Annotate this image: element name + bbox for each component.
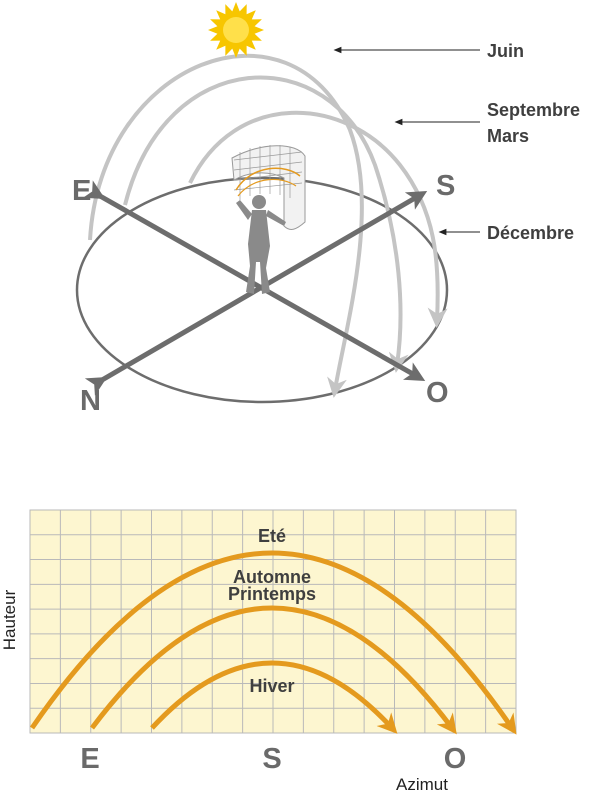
observer-icon [231,145,306,294]
altitude-azimuth-chart: Eté Automne Printemps Hiver E S O Azimut… [0,509,517,794]
sun-path-3d: E S N O Juin Septembre Mars Décembre [72,2,580,417]
cardinal-north: N [80,385,101,417]
x-axis-label: Azimut [396,775,448,794]
label-december: Décembre [487,223,574,243]
horizon-ellipse [75,176,449,404]
cardinal-south: S [436,170,455,202]
sun-icon [208,2,264,58]
arc-december [188,110,448,328]
label-autumn: Automne [233,567,311,587]
tick-west: O [444,743,467,775]
label-march: Mars [487,126,529,146]
arc-june [88,53,364,398]
curve-equinox [90,605,457,735]
tick-east: E [80,743,99,775]
curve-winter [150,660,398,734]
label-summer: Eté [258,526,286,546]
label-spring: Printemps [228,584,316,604]
y-axis-label: Hauteur [0,589,19,650]
curve-summer [29,550,517,735]
tick-south: S [262,743,281,775]
label-june: Juin [487,41,524,61]
label-september: Septembre [487,100,580,120]
cardinal-west: O [426,377,449,409]
cardinal-east: E [72,175,91,207]
label-winter: Hiver [249,676,294,696]
